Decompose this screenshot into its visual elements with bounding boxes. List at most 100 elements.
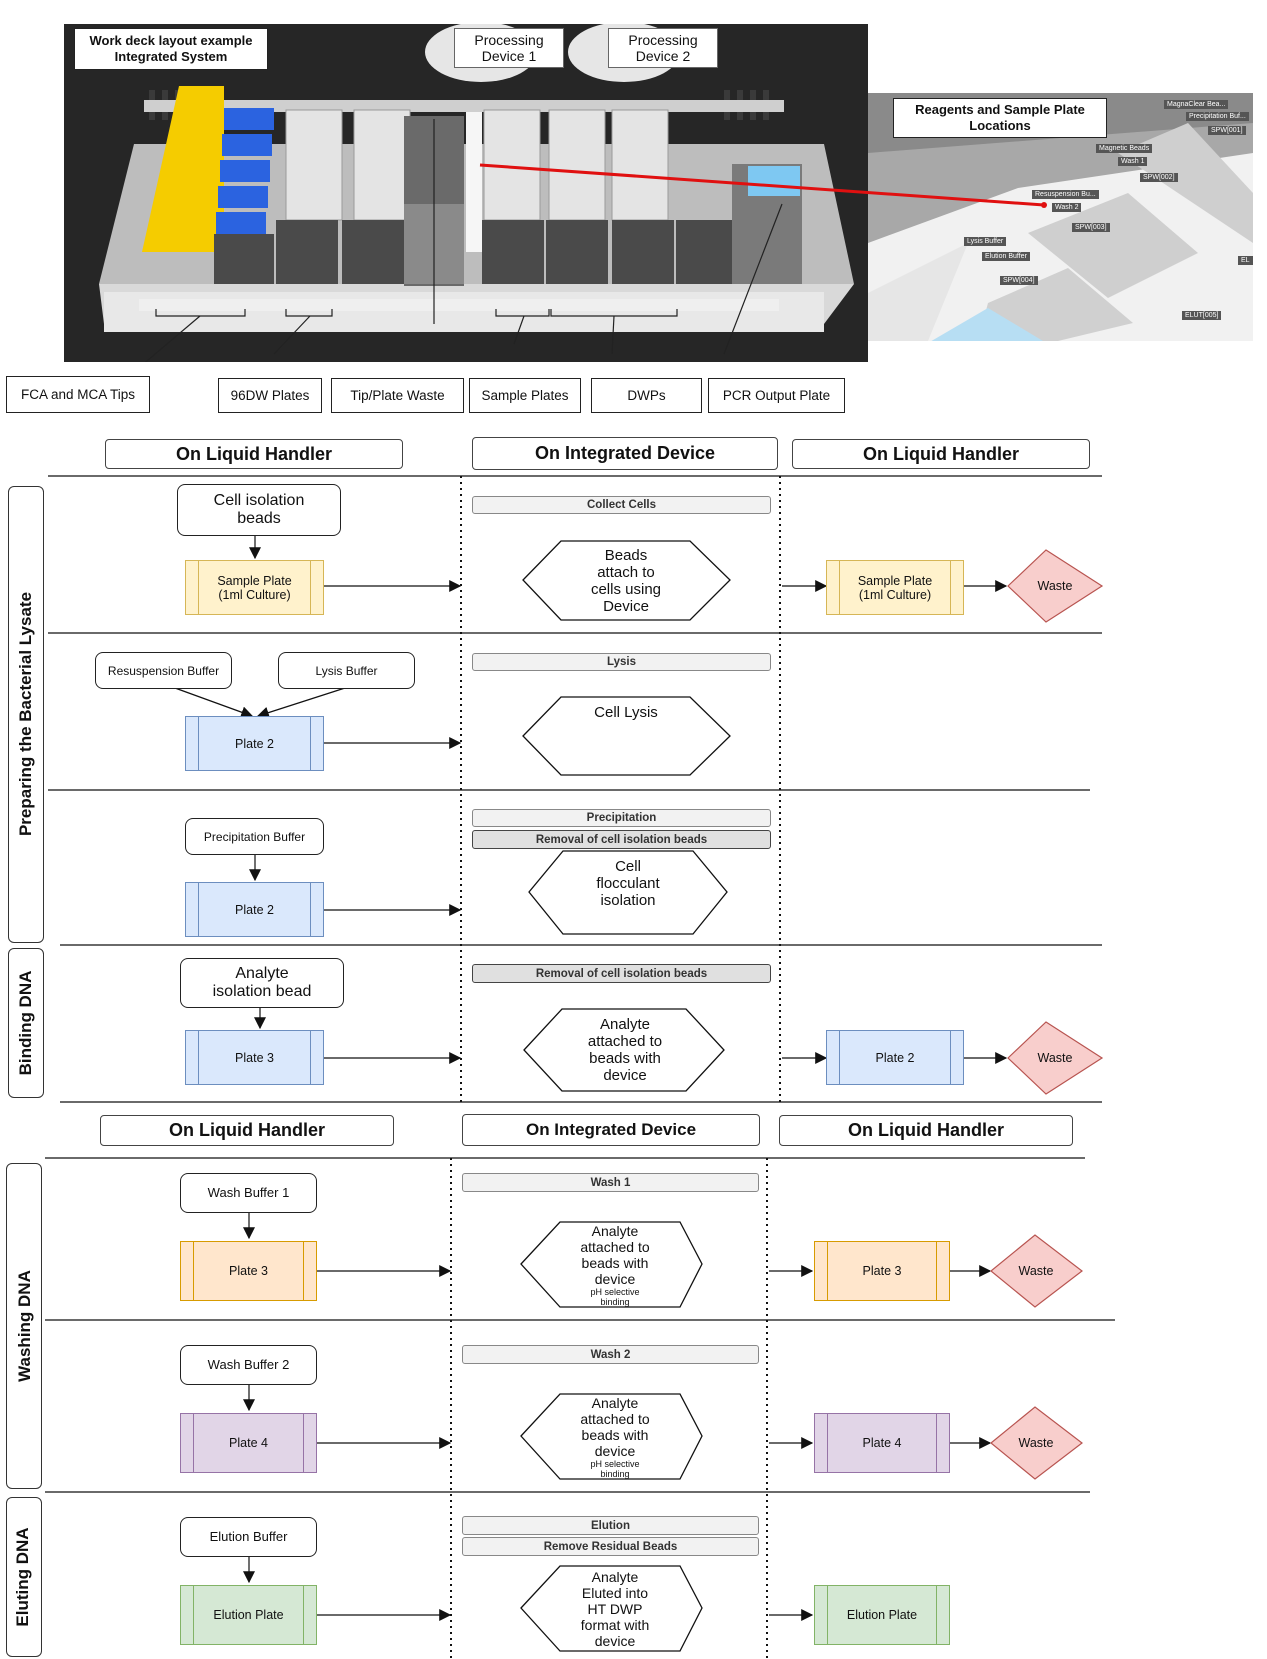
hex-wash1 (520, 1221, 703, 1308)
deck-title-line1: Work deck layout example (89, 33, 253, 48)
reagent-line: Analyte (235, 965, 289, 982)
processing-device-2-label: Processing Device 2 (608, 28, 718, 68)
hex-line: attached to (587, 1033, 663, 1050)
reagent-precipitation-buffer: Precipitation Buffer (185, 818, 324, 855)
processing-device-1-label: Processing Device 1 (454, 28, 564, 68)
step-precipitation: Precipitation (472, 809, 771, 827)
hex-label-flocculant: Cell flocculant isolation (563, 856, 693, 910)
waste-label: Waste (1018, 1436, 1054, 1450)
deck-title-line2: Integrated System (114, 49, 228, 64)
hex-line: Analyte (591, 1223, 639, 1239)
plate-line: Sample Plate (857, 573, 933, 588)
zoom-tag: SPW[002] (1140, 173, 1178, 182)
hex-line: device (603, 1067, 647, 1084)
plate-3-binding: Plate 3 (185, 1030, 324, 1085)
step-wash-2: Wash 2 (462, 1345, 759, 1364)
waste-label: Waste (1037, 579, 1073, 593)
header-integrated-device: On Integrated Device (472, 437, 778, 470)
section-binding-dna (8, 948, 44, 1098)
hex-line: Analyte (591, 1569, 639, 1585)
hex-small-line: binding (600, 1469, 630, 1479)
reagent-elution-buffer: Elution Buffer (180, 1517, 317, 1557)
reagent-line: beads (237, 510, 281, 527)
hex-wash2 (520, 1393, 703, 1480)
work-deck-image (64, 24, 868, 362)
step-removal-beads-2: Removal of cell isolation beads (472, 964, 771, 983)
hex-line: isolation (600, 891, 656, 909)
hex-line: beads with (581, 1427, 649, 1443)
plate-line: (1ml Culture) (858, 587, 932, 602)
step-collect-cells: Collect Cells (472, 496, 771, 514)
hex-line: Eluted into (581, 1585, 649, 1601)
step-removal-beads: Removal of cell isolation beads (472, 830, 771, 849)
hex-label-elution: Analyte Eluted into HT DWP format with d… (555, 1568, 675, 1650)
waste-diamond (1007, 1021, 1104, 1095)
header-liquid-handler-left-2: On Liquid Handler (100, 1115, 394, 1146)
plate-line: (1ml Culture) (218, 587, 291, 602)
header-integrated-device-2: On Integrated Device (462, 1114, 760, 1146)
hex-line: Analyte (599, 1016, 651, 1033)
zoom-tag: Magnetic Beads (1096, 144, 1153, 153)
zoom-tag: Wash 2 (1052, 203, 1082, 212)
reagent-lysis-buffer: Lysis Buffer (278, 652, 415, 689)
header-liquid-handler-right-2: On Liquid Handler (779, 1115, 1073, 1146)
hex-line: format with (580, 1617, 650, 1633)
hex-label-cell-lysis: Cell Lysis (563, 700, 689, 724)
hex-line: Device (603, 598, 649, 615)
hex-line: Cell Lysis (594, 703, 658, 721)
elution-plate-in: Elution Plate (180, 1585, 317, 1645)
reagents-title-line1: Reagents and Sample Plate (915, 102, 1085, 117)
hex-line: attached to (580, 1411, 650, 1427)
hex-label-analyte-attached: Analyte attached to beads with device (563, 1014, 687, 1086)
reagent-line: isolation bead (212, 983, 312, 1000)
processing-device-2-line2: Device 2 (635, 48, 691, 64)
section-label-preparing-lysate: Preparing the Bacterial Lysate (16, 591, 35, 837)
waste-label: Waste (1037, 1051, 1073, 1065)
waste-diamond (990, 1406, 1083, 1480)
plate-3-wash: Plate 3 (180, 1241, 317, 1301)
step-wash-1: Wash 1 (462, 1173, 759, 1192)
waste-diamond (990, 1234, 1083, 1308)
hex-line: device (594, 1443, 636, 1459)
zoom-tag: SPW[001] (1208, 126, 1246, 135)
hex-line: flocculant (596, 874, 660, 892)
plate-3-wash-out: Plate 3 (814, 1241, 950, 1301)
waste-diamond (1007, 549, 1104, 623)
hex-line: Cell (615, 857, 641, 875)
zoom-tag: MagnaClear Bea... (1164, 100, 1229, 109)
hex-small-line: pH selective (590, 1459, 640, 1469)
section-label-washing-dna: Washing DNA (15, 1270, 34, 1382)
reagent-wash-buffer-1: Wash Buffer 1 (180, 1173, 317, 1213)
processing-device-1-line1: Processing (474, 32, 544, 48)
hex-flocculant (528, 850, 728, 935)
label-96dw-plates: 96DW Plates (218, 378, 322, 413)
hex-line: HT DWP (587, 1601, 643, 1617)
deck-title: Work deck layout example Integrated Syst… (74, 28, 268, 70)
hex-analyte-attached (523, 1008, 725, 1092)
hex-small-line: pH selective (590, 1287, 640, 1297)
label-dwps: DWPs (591, 378, 702, 413)
step-lysis: Lysis (472, 653, 771, 671)
reagent-wash-buffer-2: Wash Buffer 2 (180, 1345, 317, 1385)
work-deck-illustration (99, 24, 854, 362)
reagents-locations-title: Reagents and Sample Plate Locations (893, 98, 1107, 138)
reagent-resuspension-buffer: Resuspension Buffer (95, 652, 232, 689)
label-tip-plate-waste: Tip/Plate Waste (331, 378, 464, 413)
zoom-tag: SPW[003] (1072, 223, 1110, 232)
section-preparing-lysate (8, 486, 44, 943)
hex-line: beads with (589, 1050, 661, 1067)
processing-device-1-line2: Device 1 (481, 48, 537, 64)
section-label-eluting-dna: Eluting DNA (13, 1527, 32, 1627)
step-remove-residual-beads: Remove Residual Beads (462, 1537, 759, 1556)
processing-device-2-line1: Processing (628, 32, 698, 48)
reagents-title-line2: Locations (969, 118, 1031, 133)
header-liquid-handler-left: On Liquid Handler (105, 439, 403, 469)
plate-2-precipitation: Plate 2 (185, 882, 324, 937)
section-washing-dna (6, 1163, 42, 1489)
zoom-tag: SPW[004] (1000, 276, 1038, 285)
hex-small-line: binding (600, 1297, 630, 1307)
elution-plate-out: Elution Plate (814, 1585, 950, 1645)
hex-line: device (594, 1633, 636, 1649)
label-sample-plates: Sample Plates (469, 378, 581, 413)
